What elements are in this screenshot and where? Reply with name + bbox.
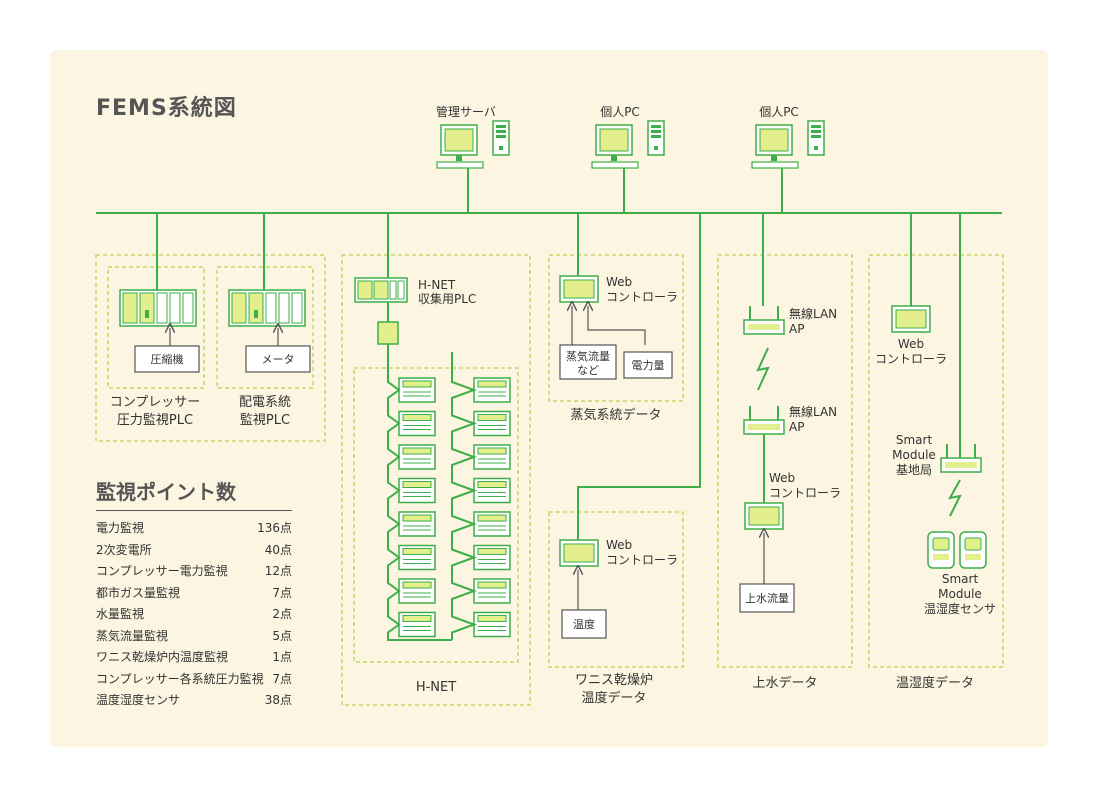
furnace-controller-label-2: コントローラ [606,553,678,567]
stats-row-value: 40点 [264,542,292,557]
hnet-unit [473,444,511,470]
furnace-controller-label-1: Web [606,538,632,552]
stats-row: 都市ガス量監視 7点 [96,583,292,605]
hnet-unit [473,544,511,571]
stats-row-value: 38点 [264,693,292,707]
group-humidity: Web コントローラ Smart Module 基地局 Smart Module… [868,213,1004,691]
hnet-plc-label-1: H-NET [418,278,456,292]
humidity-controller-label-1: Web [898,337,924,351]
hnet-unit [473,611,511,638]
hnet-unit [473,511,511,537]
power-plc-label-2: 監視PLC [240,412,290,428]
power-plc-label-1: 配電系統 [239,395,291,410]
humidity-base-label-3: 基地局 [896,463,932,477]
personal-pc-1: 個人PC [591,105,665,213]
hnet-unit [398,611,436,638]
stats-row-label: 蒸気流量監視 [96,628,169,643]
humidity-sensor-label-2: Module [938,587,982,601]
personal-pc-2: 個人PC [751,105,825,213]
stats-row: 水量監視 2点 [96,604,292,626]
stats-row-value: 7点 [272,585,292,600]
humidity-base-label-1: Smart [896,433,933,447]
hnet-unit [398,444,436,470]
hnet-unit [398,578,436,604]
hnet-unit [473,477,511,504]
group-steam: Web コントローラ 蒸気流量 など 電力量 蒸気系統データ [548,213,684,423]
water-group-label: 上水データ [752,675,817,691]
group-hnet: H-NET 収集用PLC H-NET [341,213,531,706]
steam-sensor-a-1: 蒸気流量 [566,349,610,363]
steam-sensor-a-2: など [577,364,599,377]
stats-row-label: コンプレッサー電力監視 [96,564,228,578]
stats-row: 電力監視 136点 [96,518,292,540]
humidity-group-label: 温湿度データ [896,675,974,691]
stats-title: 監視ポイント数 [96,480,236,504]
stats-row: コンプレッサー各系統圧力監視 7点 [96,669,292,691]
water-ap-label-2: AP [789,322,804,336]
humidity-sensor-label-1: Smart [942,572,979,586]
stats-row: 蒸気流量監視 5点 [96,626,292,648]
compressor-device-label: 圧縮機 [151,352,184,366]
stats-row-label: コンプレッサー各系統圧力監視 [96,671,264,686]
hnet-unit [398,377,436,403]
water-ap2-label-2: AP [789,420,804,434]
stats-divider [96,510,292,511]
compressor-plc-label-2: 圧力監視PLC [117,412,193,428]
stats-row: 2次変電所 40点 [96,540,292,562]
steam-sensor-b: 電力量 [632,359,665,372]
stats-row-label: 温度湿度センサ [96,693,181,707]
hnet-unit [473,578,511,604]
stats-row-value: 1点 [272,650,292,664]
stats-row-label: 水量監視 [96,607,145,621]
page-title: FEMS系統図 [96,96,237,121]
stats-row-label: 2次変電所 [96,542,152,557]
water-sensor: 上水流量 [745,591,789,605]
stats-row-value: 2点 [272,607,292,621]
furnace-sensor: 温度 [573,617,595,631]
water-controller-label-1: Web [769,471,795,485]
hnet-unit [398,544,436,571]
stats-row-value: 7点 [272,671,292,686]
furnace-group-label-2: 温度データ [581,690,646,706]
compressor-plc-label-1: コンプレッサー [110,395,201,410]
water-controller-label-2: コントローラ [769,486,841,500]
stats-row-value: 5点 [272,628,292,643]
hnet-unit [398,410,436,437]
meter-device-label: メータ [262,353,295,366]
pc-2-label: 個人PC [759,105,799,119]
group-plc-monitoring: 圧縮機 メータ コンプレッサー 圧力監視PLC 配電系統 監視PLC [95,213,326,442]
furnace-group-label-1: ワニス乾燥炉 [575,673,653,688]
stats-row-label: 電力監視 [96,521,145,535]
water-ap-label-1: 無線LAN [789,306,837,321]
stats-row: コンプレッサー電力監視 12点 [96,561,292,583]
hnet-unit [398,511,436,537]
water-ap2-label-1: 無線LAN [789,404,837,419]
stats-row-value: 136点 [257,521,292,535]
pc-1-label: 個人PC [600,105,640,119]
hnet-plc-label-2: 収集用PLC [418,291,476,306]
stats-row-value: 12点 [264,564,292,578]
hnet-unit [473,410,511,437]
stats-row: 温度湿度センサ 38点 [96,690,292,712]
management-server: 管理サーバ [436,104,510,213]
humidity-controller-label-2: コントローラ [875,352,947,366]
humidity-base-label-2: Module [892,448,936,462]
stats-row-label: ワニス乾燥炉内温度監視 [96,650,229,664]
hnet-unit [473,377,511,403]
hnet-group-label: H-NET [416,680,456,695]
group-furnace: Web コントローラ 温度 ワニス乾燥炉 温度データ [548,213,701,706]
server-label: 管理サーバ [436,104,496,119]
group-water: 無線LAN AP 無線LAN AP Web コントローラ 上水流量 上水データ [717,213,853,691]
steam-controller-label-2: コントローラ [606,290,678,304]
humidity-sensor-label-3: 温湿度センサ [924,601,996,616]
steam-group-label: 蒸気系統データ [570,407,661,423]
stats-row: ワニス乾燥炉内温度監視 1点 [96,647,292,669]
steam-controller-label-1: Web [606,275,632,289]
hnet-unit [398,477,436,504]
stats-row-label: 都市ガス量監視 [96,585,181,600]
